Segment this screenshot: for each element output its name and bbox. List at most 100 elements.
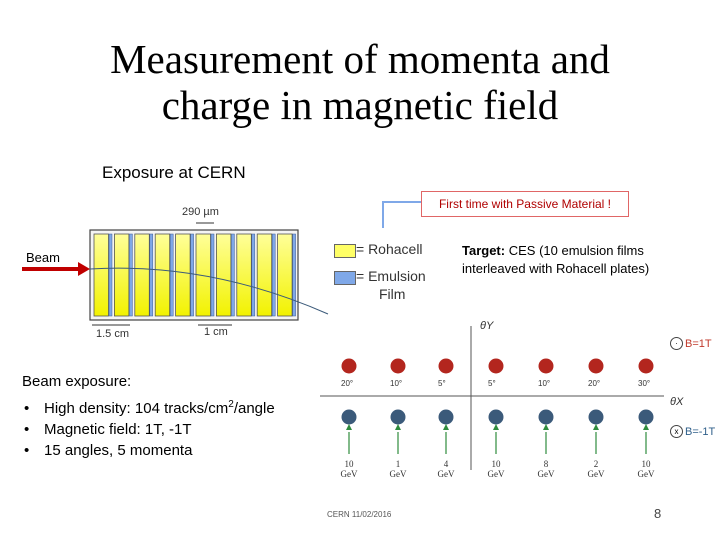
positive-field-dot (390, 358, 406, 374)
particle-track (89, 267, 329, 315)
target-text: CES (10 emulsion films interleaved with … (462, 243, 650, 276)
list-item: Magnetic field: 1T, -1T (24, 419, 275, 440)
momentum-unit: GeV (637, 469, 655, 479)
negative-field-dot (390, 409, 406, 425)
legend-label-emulsion: = Emulsion (356, 268, 426, 284)
field-negative-label: B=-1T (685, 425, 716, 438)
emulsion-film (231, 233, 235, 317)
slide-title: Measurement of momenta and charge in mag… (40, 36, 680, 128)
angle-label: 10° (538, 379, 551, 388)
negative-field-dot (488, 409, 504, 425)
positive-field-dot (638, 358, 654, 374)
negative-field-dot (341, 409, 357, 425)
momentum-unit: GeV (537, 469, 555, 479)
target-description: Target: CES (10 emulsion films interleav… (462, 242, 662, 278)
title-line-1: Measurement of momenta and (110, 36, 610, 82)
momentum-value: 10 (491, 459, 501, 469)
momentum-arrow-head (543, 424, 549, 430)
rohacell-plate (256, 233, 273, 317)
field-positive-tag: · B=1T (670, 337, 712, 350)
beam-arrow-head (78, 262, 90, 276)
rohacell-plate (93, 233, 109, 317)
angle-label: 10° (390, 379, 403, 388)
subtitle: Exposure at CERN (102, 163, 246, 182)
rohacell-plate (215, 233, 232, 317)
positive-field-dot (438, 358, 454, 374)
rohacell-plate (175, 233, 191, 317)
list-item: 15 angles, 5 momenta (24, 440, 275, 461)
rohacell-plate (236, 233, 252, 317)
emulsion-film (210, 233, 215, 317)
rohacell-plate (277, 233, 293, 317)
momentum-arrow-head (593, 424, 599, 430)
field-in-icon: x (670, 425, 683, 438)
dimension-label-right: 1 cm (204, 326, 228, 338)
legend-label-film: Film (379, 286, 406, 302)
legend-label-rohacell: = Rohacell (356, 241, 423, 257)
legend-swatch-rohacell (334, 244, 356, 258)
positive-field-dot (341, 358, 357, 374)
rohacell-plate (134, 233, 150, 317)
footer-text: CERN 11/02/2016 (327, 510, 392, 519)
momentum-value: 8 (543, 459, 549, 469)
angle-label: 5° (488, 379, 496, 388)
emulsion-film (292, 233, 296, 317)
plate-dimension-label: 290 µm (182, 206, 219, 218)
momentum-unit: GeV (587, 469, 605, 479)
momentum-unit: GeV (487, 469, 505, 479)
dimension-label-left: 1.5 cm (96, 328, 130, 340)
rohacell-plate (195, 233, 211, 317)
emulsion-film (271, 233, 276, 317)
emulsion-film (190, 233, 194, 317)
angle-label: 20° (588, 379, 601, 388)
exposure-heading: Beam exposure: (22, 373, 132, 390)
momentum-unit: GeV (437, 469, 455, 479)
negative-field-dot (638, 409, 654, 425)
field-positive-label: B=1T (685, 337, 712, 350)
emulsion-film (149, 233, 154, 317)
momentum-arrow-head (346, 424, 352, 430)
momentum-value: 10 (344, 459, 354, 469)
momentum-arrow-head (643, 424, 649, 430)
y-axis-label: θY (480, 320, 494, 332)
positive-field-dot (488, 358, 504, 374)
rohacell-plate (154, 233, 171, 317)
momentum-value: 1 (395, 459, 401, 469)
field-out-icon: · (670, 337, 683, 350)
plate-group (93, 233, 296, 317)
beam-label: Beam (26, 250, 60, 265)
field-negative-tag: x B=-1T (670, 425, 715, 438)
emulsion-film (108, 233, 113, 317)
page-number: 8 (654, 506, 662, 521)
negative-field-dot (588, 409, 604, 425)
title-line-2: charge in magnetic field (161, 82, 559, 128)
legend-swatch-emulsion (334, 271, 356, 285)
momentum-value: 10 (641, 459, 651, 469)
negative-field-dot (438, 409, 454, 425)
angle-label: 30° (638, 379, 651, 388)
angle-dot-group (341, 358, 654, 454)
negative-field-dot (538, 409, 554, 425)
emulsion-film (129, 233, 133, 317)
angle-label: 5° (438, 379, 446, 388)
momentum-unit: GeV (389, 469, 407, 479)
list-item: High density: 104 tracks/cm2/angle (24, 394, 275, 419)
x-axis-label: θX (670, 396, 684, 408)
positive-field-dot (588, 358, 604, 374)
emulsion-film (251, 233, 256, 317)
momentum-arrow-head (493, 424, 499, 430)
positive-field-dot (538, 358, 554, 374)
momentum-arrow-head (395, 424, 401, 430)
momentum-arrow-head (443, 424, 449, 430)
angle-label: 20° (341, 379, 354, 388)
callout-box: First time with Passive Material ! (421, 191, 629, 217)
callout-connector (382, 201, 421, 228)
